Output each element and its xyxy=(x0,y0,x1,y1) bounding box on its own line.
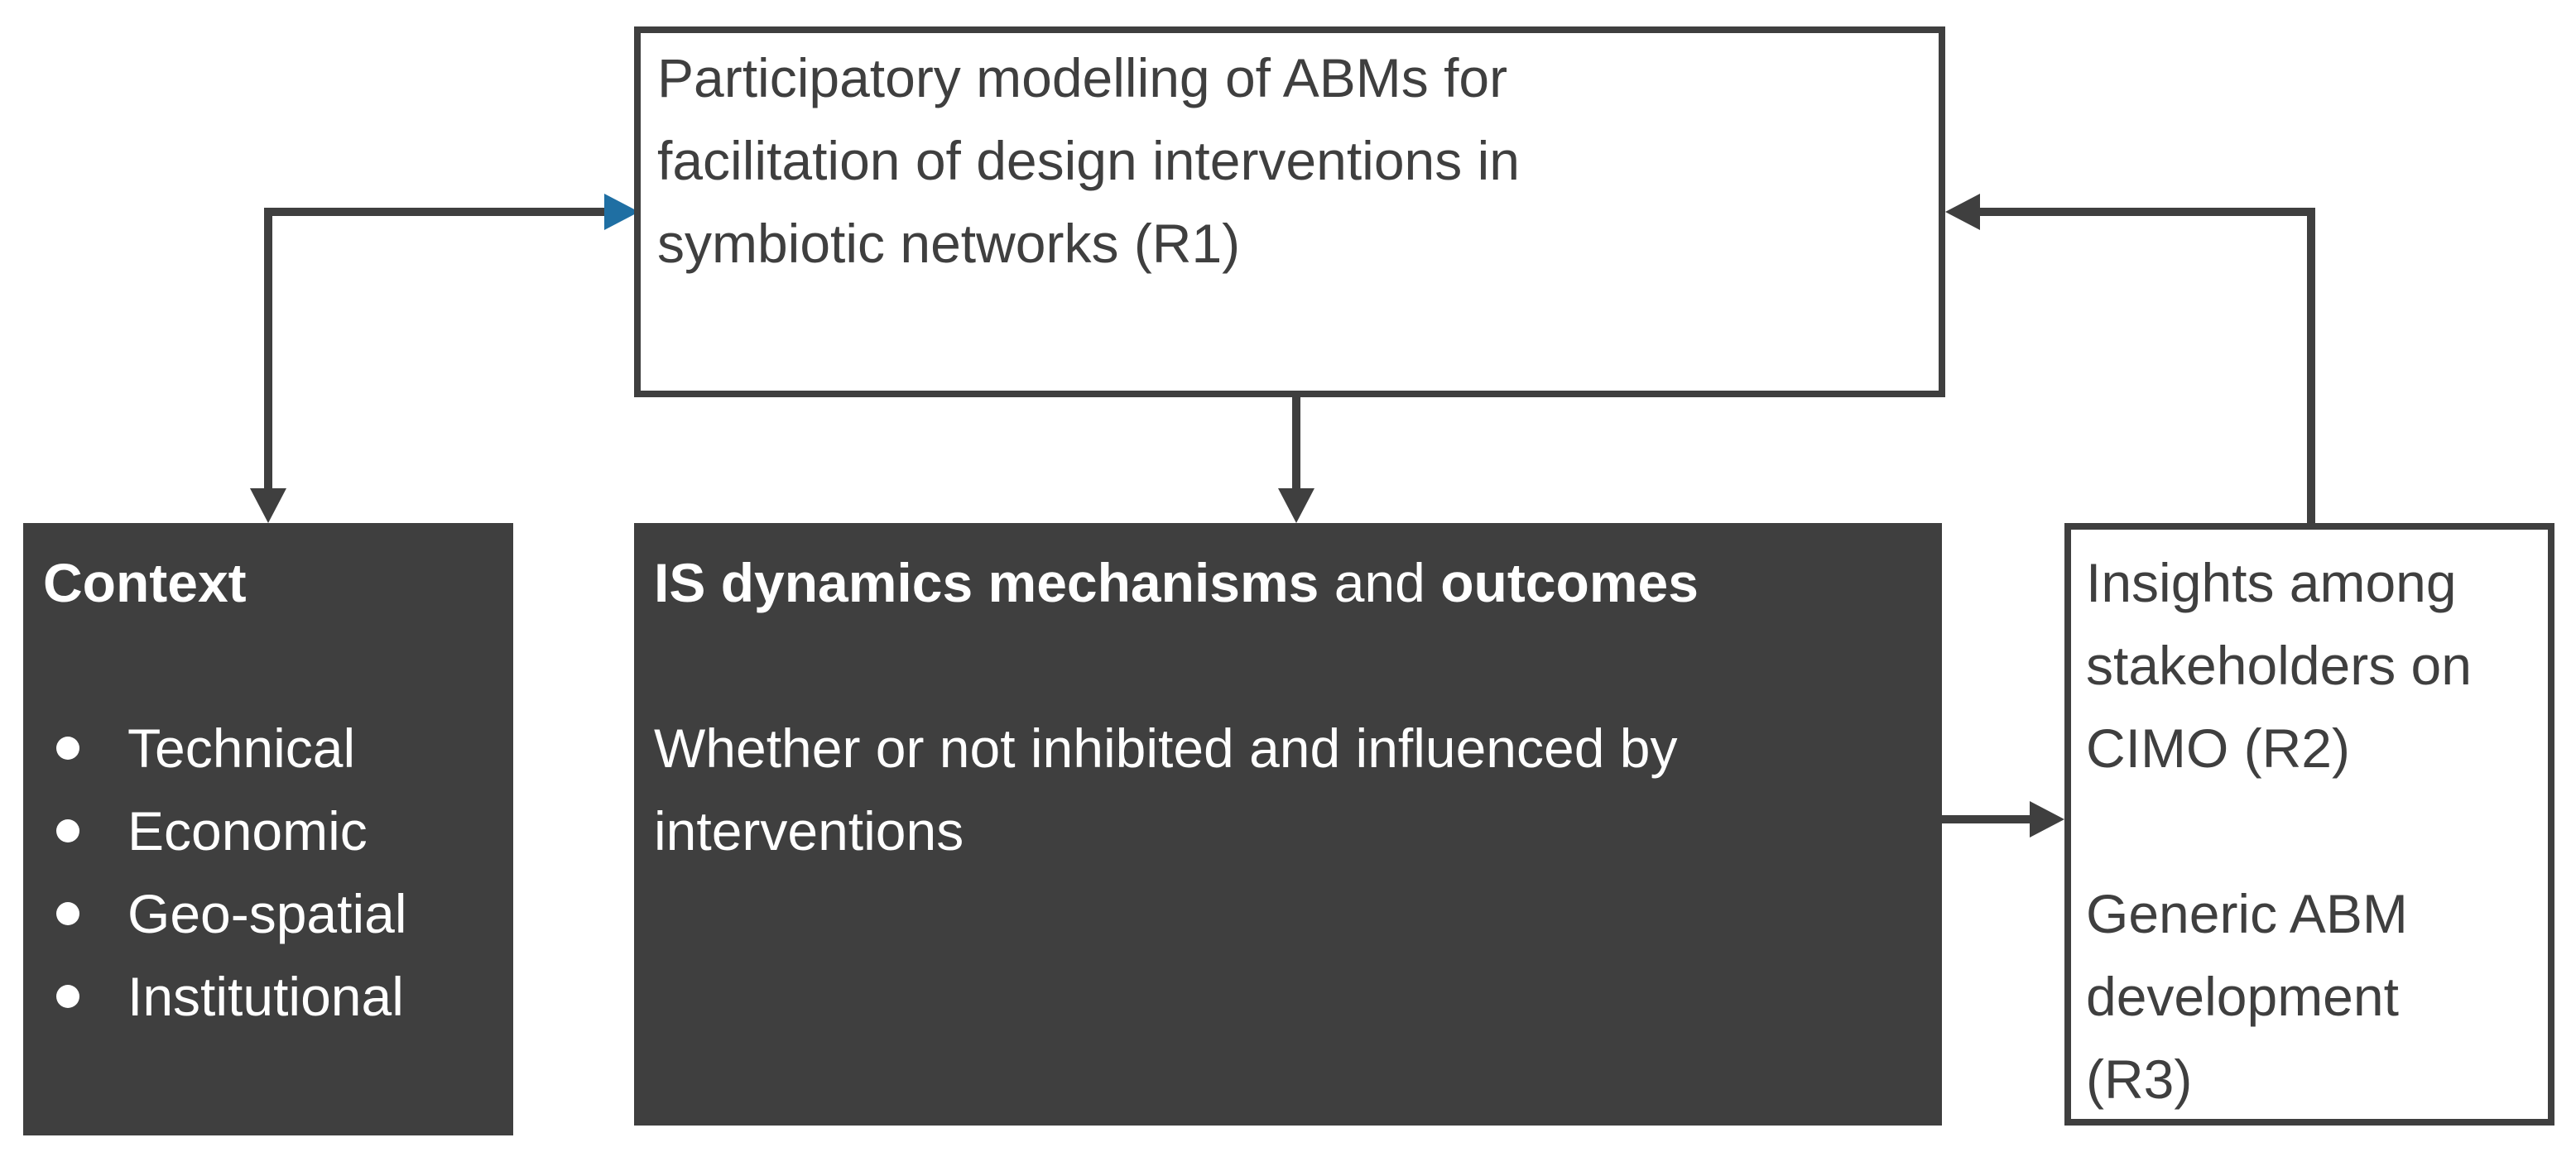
insights-line-3: CIMO (R2) xyxy=(2086,718,2350,779)
edge-context-participatory xyxy=(264,208,611,492)
participatory-modelling-box: Participatory modelling of ABMs for faci… xyxy=(634,26,1945,397)
insights-line-2: stakeholders on xyxy=(2086,635,2472,696)
is-dynamics-box: IS dynamics mechanisms and outcomes Whet… xyxy=(634,523,1942,1126)
context-item-label: Institutional xyxy=(127,966,404,1027)
is-dynamics-line-1: Whether or not inhibited and influenced … xyxy=(654,718,1678,779)
arrowhead-into-participatory xyxy=(604,194,639,230)
insights-line-5: Generic ABM xyxy=(2086,883,2408,944)
context-box: Context Technical Economic Geo-spatial I… xyxy=(23,523,513,1135)
is-dynamics-title-part-3: outcomes xyxy=(1440,552,1699,613)
arrowhead-into-is-dynamics xyxy=(1278,488,1314,523)
arrowhead-into-context xyxy=(250,488,286,523)
participatory-line-2: facilitation of design interventions in xyxy=(657,130,1520,191)
context-item-label: Geo-spatial xyxy=(127,883,407,944)
is-dynamics-title-part-2: and xyxy=(1319,552,1441,613)
bullet-icon xyxy=(56,737,79,760)
arrowhead-into-participatory-right xyxy=(1945,194,1980,230)
insights-box: Insights among stakeholders on CIMO (R2)… xyxy=(2064,523,2554,1126)
participatory-line-1: Participatory modelling of ABMs for xyxy=(657,47,1508,108)
is-dynamics-line-2: interventions xyxy=(654,800,964,862)
arrowhead-into-insights xyxy=(2030,801,2064,838)
insights-line-6: development xyxy=(2086,966,2399,1027)
bullet-icon xyxy=(56,902,79,925)
context-item-economic: Economic xyxy=(23,790,513,872)
context-item-geo-spatial: Geo-spatial xyxy=(23,872,513,955)
insights-line-7: (R3) xyxy=(2086,1049,2193,1110)
context-item-label: Technical xyxy=(127,718,356,779)
participatory-line-3: symbiotic networks (R1) xyxy=(657,213,1241,274)
context-item-institutional: Institutional xyxy=(23,955,513,1038)
is-dynamics-title: IS dynamics mechanisms and outcomes xyxy=(654,541,1699,624)
bullet-icon xyxy=(56,819,79,842)
context-item-technical: Technical xyxy=(23,707,513,790)
insights-line-1: Insights among xyxy=(2086,552,2457,613)
edge-insights-participatory xyxy=(1973,208,2315,523)
context-title: Context xyxy=(43,552,247,613)
context-item-label: Economic xyxy=(127,800,368,862)
is-dynamics-title-part-1: IS dynamics mechanisms xyxy=(654,552,1319,613)
bullet-icon xyxy=(56,985,79,1008)
